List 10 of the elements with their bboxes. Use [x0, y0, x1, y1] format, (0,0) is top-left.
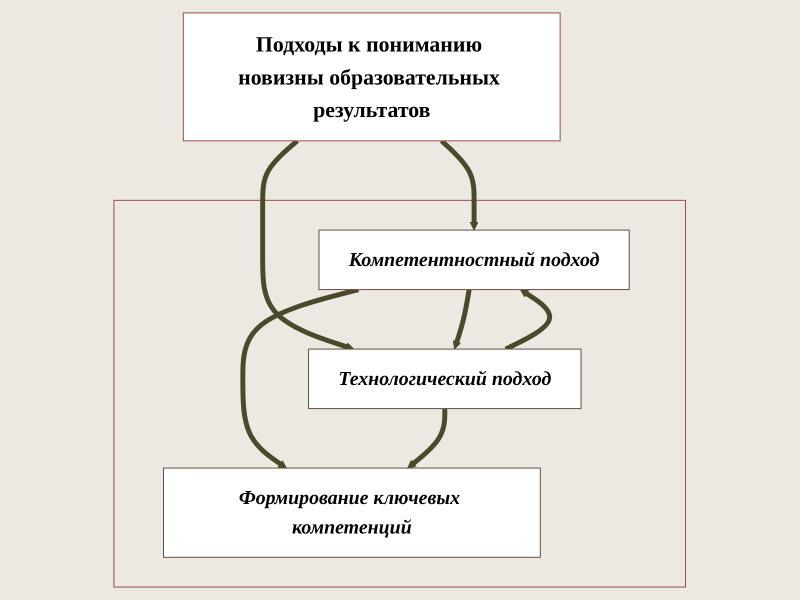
arrow — [408, 408, 448, 468]
node-box: Формирование ключевых компетенций — [163, 468, 542, 558]
node-box: Подходы к пониманию новизны образовательных результатов — [183, 12, 561, 142]
node-box: Компетентностный подход — [318, 230, 630, 290]
arrow — [440, 139, 479, 230]
node-box: Технологический подход — [308, 348, 582, 410]
arrow — [453, 289, 472, 350]
cluster — [114, 200, 686, 588]
arrow — [504, 289, 552, 352]
arrow — [260, 138, 354, 351]
